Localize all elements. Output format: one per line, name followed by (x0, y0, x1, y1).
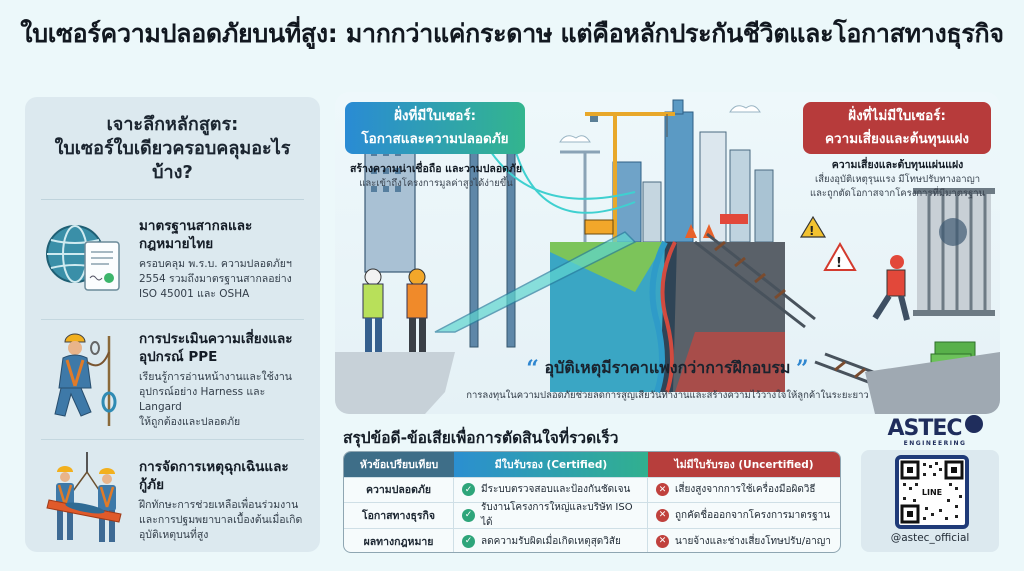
header-uncertified: ไม่มีใบรับรอง (Uncertified) (648, 452, 840, 477)
badge-line: โอกาสและความปลอดภัย (361, 131, 509, 147)
desc-line: อุปกรณ์อย่าง Harness และ Langard (139, 385, 266, 413)
row-certified: ✓ รับงานโครงการใหญ่และบริษัท ISO ได้ (454, 502, 648, 529)
desc-line: ฝึกทักษะการช่วยเหลือเพื่อนร่วมงาน (139, 498, 299, 511)
qr-label: LINE (922, 488, 942, 497)
certified-desc-strong: สร้างความน่าเชื่อถือ และวามปลอดภัย (349, 163, 523, 175)
row-certified: ✓ มีระบบตรวจสอบและป้องกันชัดเจน (454, 477, 648, 502)
heading-line: กฎหมายไทย (139, 236, 214, 252)
course-coverage-title-line1: เจาะลึกหลักสูตร: (106, 114, 239, 135)
heading-line: มาตรฐานสากลและ (139, 218, 253, 234)
badge-line: ฝั่งที่มีใบเซอร์: (394, 108, 476, 124)
course-item-text: การจัดการเหตุฉุกเฉินและกู้ภัย ฝึกทักษะกา… (131, 458, 304, 543)
uncertified-text: ถูกคัดชื่อออกจากโครงการมาตรฐาน (675, 509, 831, 521)
table-row: ผลทางกฎหมาย ✓ ลดความรับผิดเมื่อเกิดเหตุสุ… (344, 528, 840, 553)
uncertified-text: เสี่ยงสูงจากการใช้เครื่องมือผิดวิธี (675, 484, 816, 496)
course-coverage-title: เจาะลึกหลักสูตร: ใบเซอร์ใบเดียวครอบคลุมอ… (41, 113, 304, 185)
svg-text:!: ! (836, 256, 842, 271)
desc-line: 2554 รวมถึงมาตรฐานสากลอย่าง (139, 273, 292, 285)
cross-icon: ✕ (656, 534, 669, 548)
uncertified-desc-sub: เสี่ยงอุบัติเหตุรุนแรง มีโทษปรับทางอาญา (814, 174, 981, 185)
summary-title: สรุปข้อดี-ข้อเสียเพื่อการตัดสินใจที่รวดเ… (343, 429, 619, 447)
certified-side-desc: สร้างความน่าเชื่อถือ และวามปลอดภัย และเข… (341, 162, 531, 191)
certified-text: มีระบบตรวจสอบและป้องกันชัดเจน (481, 484, 631, 496)
check-icon: ✓ (462, 483, 475, 497)
row-certified: ✓ ลดความรับผิดเมื่อเกิดเหตุสุดวิสัย (454, 528, 648, 552)
course-item-rescue: การจัดการเหตุฉุกเฉินและกู้ภัย ฝึกทักษะกา… (41, 440, 304, 560)
check-icon: ✓ (462, 534, 475, 548)
comparison-illustration: ! ! ฝั่งที่มีใบเซอร์: โอกาสและความปลอดภั… (335, 92, 1000, 414)
row-topic: โอกาสทางธุรกิจ (344, 503, 454, 528)
quote-text: อุบัติเหตุมีราคาแพงกว่าการฝึกอบรม (544, 358, 791, 377)
course-coverage-panel: เจาะลึกหลักสูตร: ใบเซอร์ใบเดียวครอบคลุมอ… (25, 97, 320, 552)
brand-logo: ASTEC ENGINEERING (880, 415, 990, 447)
cross-icon: ✕ (656, 508, 669, 522)
desc-line: เรียนรู้การอ่านหน้างานและใช้งาน (139, 370, 292, 383)
svg-text:!: ! (809, 224, 814, 238)
table-row: ความปลอดภัย ✓ มีระบบตรวจสอบและป้องกันชัดเ… (344, 477, 840, 503)
heading-line: การประเมินความเสี่ยงและ (139, 330, 293, 347)
course-item-desc: เรียนรู้การอ่านหน้างานและใช้งาน อุปกรณ์อ… (139, 370, 304, 430)
desc-line: อุบัติเหตุบนที่สูง (139, 528, 209, 541)
quote-subtext: การลงทุนในความปลอดภัยช่วยลดการสูญเสียวัน… (466, 390, 869, 401)
header-topic: หัวข้อเปรียบเทียบ (344, 452, 454, 477)
course-item-heading: การจัดการเหตุฉุกเฉินและกู้ภัย (139, 458, 304, 494)
uncertified-desc-strong: ความเสี่ยงและต้บทุนแผ่นแฝง (831, 159, 964, 171)
worker-harness-icon (41, 330, 131, 430)
divider (41, 199, 304, 200)
page-title: ใบเซอร์ความปลอดภัยบนที่สูง: มากกว่าแค่กร… (20, 19, 1004, 48)
row-uncertified: ✕ นายจ้างและช่างเสี่ยงโทษปรับ/อาญา (648, 529, 840, 553)
heading-line: การจัดการเหตุฉุกเฉินและกู้ภัย (139, 458, 289, 493)
badge-line: ความเสี่ยงและต้นทุนแฝง (825, 131, 969, 147)
course-item-text: มาตรฐานสากลและ กฎหมายไทย ครอบคลุม พ.ร.บ.… (131, 217, 292, 302)
open-quote-icon: “ (526, 356, 539, 382)
course-item-ppe: การประเมินความเสี่ยงและ อุปกรณ์ PPE เรีย… (41, 320, 304, 440)
row-uncertified: ✕ ถูกคัดชื่อออกจากโครงการมาตรฐาน (648, 503, 840, 528)
uncertified-desc-sub: และถูกตัดโอกาสจากโครงการที่มีมาตรฐาน (809, 188, 986, 199)
uncertified-text: นายจ้างและช่างเสี่ยงโทษปรับ/อาญา (675, 535, 831, 547)
desc-line: ให้ถูกต้องและปลอดภัย (139, 415, 241, 428)
uncertified-side-desc: ความเสี่ยงและต้บทุนแผ่นแฝง เสี่ยงอุบัติเ… (795, 158, 1000, 201)
scene-artwork: ! ! (335, 99, 1000, 414)
course-item-standards: มาตรฐานสากลและ กฎหมายไทย ครอบคลุม พ.ร.บ.… (41, 200, 304, 320)
course-item-desc: ครอบคลุม พ.ร.บ. ความปลอดภัยฯ 2554 รวมถึง… (139, 257, 292, 302)
header-certified: มีใบรับรอง (Certified) (454, 452, 648, 477)
badge-line: ฝั่งที่ไม่มีใบเซอร์: (848, 108, 946, 124)
uncertified-side-badge: ฝั่งที่ไม่มีใบเซอร์: ความเสี่ยงและต้นทุน… (803, 102, 991, 154)
certified-desc-sub: และเข้าถึงโครงการมูลค่าสูงได้ง่ายขึ้น (359, 178, 513, 189)
desc-line: และการปฐมพยาบาลเบื้องต้นเมื่อเกิด (139, 513, 303, 526)
qr-code-icon[interactable]: LINE (895, 455, 969, 529)
table-row: โอกาสทางธุรกิจ ✓ รับงานโครงการใหญ่และบริษ… (344, 502, 840, 529)
row-topic: ผลทางกฎหมาย (344, 528, 454, 552)
brand-emblem-icon (964, 415, 983, 433)
row-topic: ความปลอดภัย (344, 477, 454, 502)
course-item-heading: มาตรฐานสากลและ กฎหมายไทย (139, 217, 292, 253)
row-uncertified: ✕ เสี่ยงสูงจากการใช้เครื่องมือผิดวิธี (648, 478, 840, 503)
desc-line: ครอบคลุม พ.ร.บ. ความปลอดภัยฯ (139, 258, 292, 270)
quote-main: “ อุบัติเหตุมีราคาแพงกว่าการฝึกอบรม ” (335, 356, 1000, 382)
brand-name: ASTEC (887, 416, 962, 441)
quote-callout: “ อุบัติเหตุมีราคาแพงกว่าการฝึกอบรม ” กา… (335, 342, 1000, 414)
check-icon: ✓ (462, 508, 475, 522)
course-item-text: การประเมินความเสี่ยงและ อุปกรณ์ PPE เรีย… (131, 330, 304, 430)
certified-side-badge: ฝั่งที่มีใบเซอร์: โอกาสและความปลอดภัย (345, 102, 525, 154)
rescue-stretcher-icon (41, 450, 131, 550)
close-quote-icon: ” (796, 356, 809, 382)
course-item-heading: การประเมินความเสี่ยงและ อุปกรณ์ PPE (139, 330, 304, 366)
line-qr-card[interactable]: LINE @astec_official (861, 450, 999, 552)
line-handle[interactable]: @astec_official (890, 532, 970, 544)
comparison-table: หัวข้อเปรียบเทียบ มีใบรับรอง (Certified)… (343, 451, 841, 553)
brand-subtitle: ENGINEERING (903, 440, 967, 447)
course-coverage-title-line2: ใบเซอร์ใบเดียวครอบคลุมอะไรบ้าง? (54, 138, 291, 183)
cross-icon: ✕ (656, 483, 669, 497)
certified-text: ลดความรับผิดเมื่อเกิดเหตุสุดวิสัย (481, 535, 621, 547)
heading-line: อุปกรณ์ PPE (139, 348, 218, 365)
globe-certificate-icon (41, 210, 131, 310)
desc-line: ISO 45001 และ OSHA (139, 288, 250, 300)
course-item-desc: ฝึกทักษะการช่วยเหลือเพื่อนร่วมงาน และการ… (139, 498, 304, 543)
certified-text: รับงานโครงการใหญ่และบริษัท ISO ได้ (481, 502, 633, 529)
table-header-row: หัวข้อเปรียบเทียบ มีใบรับรอง (Certified)… (344, 452, 840, 478)
